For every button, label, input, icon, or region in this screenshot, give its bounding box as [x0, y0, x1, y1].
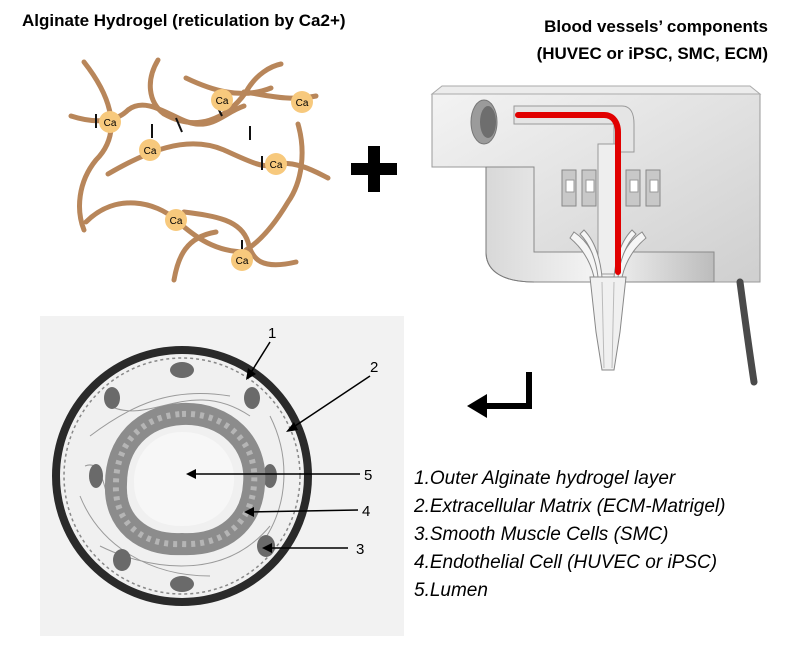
callout-numbers: 1 2 5 4 3 [268, 325, 378, 558]
nozzle-tip [589, 276, 627, 371]
alginate-network-diagram: Ca Ca Ca Ca Ca Ca Ca [68, 57, 331, 283]
fiber [83, 200, 249, 255]
fiber [243, 121, 305, 253]
fiber [171, 229, 219, 283]
ca-node-label: Ca [296, 98, 309, 109]
ca-node-label: Ca [236, 256, 249, 267]
lumen [134, 432, 235, 526]
blood-vessel-title-line2: (HUVEC or iPSC, SMC, ECM) [536, 44, 768, 63]
legend-item-ecm: 2.Extracellular Matrix (ECM-Matrigel) [414, 496, 726, 517]
outlet-tube [736, 278, 758, 386]
blood-vessel-title-line1: Blood vessels’ components [544, 17, 768, 36]
ca-node: Ca [265, 153, 287, 175]
component-legend: 1.Outer Alginate hydrogel layer 2.Extrac… [414, 465, 725, 605]
plus-icon [351, 146, 397, 192]
ca-nodes: Ca Ca Ca Ca Ca Ca Ca [99, 89, 313, 271]
legend-item-smc: 3.Smooth Muscle Cells (SMC) [414, 524, 669, 545]
ca-node-label: Ca [104, 118, 117, 129]
hydrogel-title: Alginate Hydrogel (reticulation by Ca2+) [22, 11, 346, 30]
callout-5: 5 [364, 467, 372, 484]
bioprinter-nozzle-diagram [430, 85, 762, 386]
ca-node: Ca [291, 91, 313, 113]
flow-path [515, 112, 621, 275]
callout-4: 4 [362, 503, 370, 520]
callout-3: 3 [356, 541, 364, 558]
smooth-muscle-cells [89, 362, 277, 592]
callout-lines [192, 341, 371, 549]
ca-node: Ca [139, 139, 161, 161]
ca-node-label: Ca [270, 160, 283, 171]
legend-item-outer-alginate: 1.Outer Alginate hydrogel layer [414, 468, 676, 489]
legend-item-lumen: 5.Lumen [414, 580, 488, 601]
ca-node: Ca [165, 209, 187, 231]
ca-node: Ca [231, 249, 253, 271]
fiber [181, 209, 299, 268]
fiber [147, 57, 284, 125]
ca-node-label: Ca [170, 216, 183, 227]
alginate-fibers [68, 57, 331, 283]
blood-vessel-title: Blood vessels’ components (HUVEC or iPSC… [537, 13, 768, 67]
callout-2: 2 [370, 359, 378, 376]
fiber [77, 59, 114, 233]
ca-node-label: Ca [216, 96, 229, 107]
fiber [183, 75, 274, 96]
ca-node: Ca [211, 89, 233, 111]
ca-node: Ca [99, 111, 121, 133]
legend-item-endothelial: 4.Endothelial Cell (HUVEC or iPSC) [414, 552, 718, 573]
return-arrow-icon [467, 372, 532, 418]
vessel-cross-section-diagram: 1 2 5 4 3 [40, 316, 404, 636]
ca-node-label: Ca [144, 146, 157, 157]
callout-arrowheads [186, 368, 298, 553]
callout-1: 1 [268, 325, 276, 342]
